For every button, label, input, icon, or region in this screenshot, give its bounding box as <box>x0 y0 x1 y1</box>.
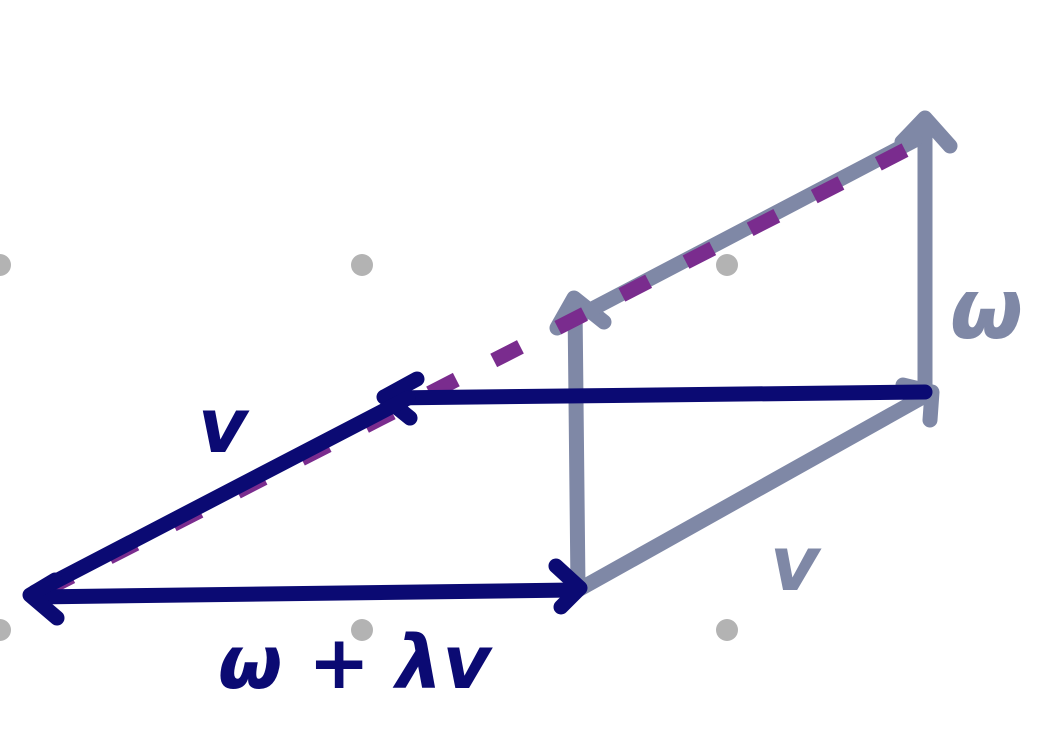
vector-v-diagonal <box>27 390 416 600</box>
grid-dots <box>0 254 738 641</box>
arrowhead-bottom-left <box>22 572 65 626</box>
label-w-right: ω <box>950 260 1023 358</box>
label-v-upper: v <box>198 381 250 470</box>
vector-w-plus-lambda-v <box>27 582 581 605</box>
grid-dot <box>0 254 11 276</box>
navy-vectors <box>22 371 933 626</box>
arrowhead-w-right <box>894 110 958 154</box>
grid-dot <box>716 254 738 276</box>
grid-dot <box>0 619 11 641</box>
grid-dot <box>351 254 373 276</box>
arrowhead-horizontal-top <box>376 371 425 426</box>
grid-dot <box>716 619 738 641</box>
grid-dot <box>351 619 373 641</box>
label-v-lower: v <box>770 519 822 608</box>
vector-w-left <box>567 297 586 596</box>
arrowhead-bottom-right <box>548 558 588 615</box>
vector-v-bottom <box>570 385 938 598</box>
label-w-plus-lambda-v: ω + λv <box>218 620 494 706</box>
gray-vectors <box>549 110 958 598</box>
vector-horizontal-top <box>380 384 933 406</box>
